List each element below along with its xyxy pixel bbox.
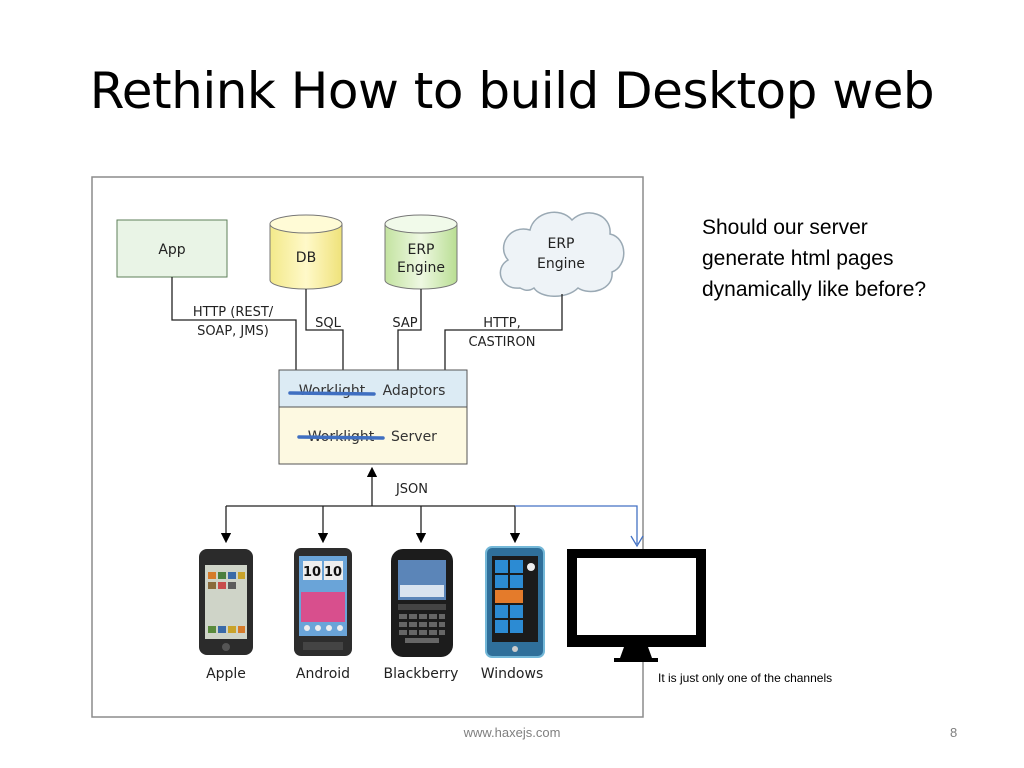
device-label-blackberry: Blackberry <box>384 666 459 682</box>
desktop-channel-caption: It is just only one of the channels <box>658 671 833 685</box>
page-number: 8 <box>950 725 958 740</box>
side-note: Should our server generate html pages dy… <box>702 212 1002 305</box>
footer-url: www.haxejs.com <box>463 725 561 740</box>
windows-phone-icon <box>485 546 545 658</box>
app-box <box>116 219 228 278</box>
http-rest-label-line2: SOAP, JMS) <box>197 324 269 339</box>
castiron-label-line1: HTTP, <box>483 316 520 331</box>
adaptors-struck-word: Worklight <box>299 383 366 399</box>
sap-label: SAP <box>392 316 417 331</box>
device-label-apple: Apple <box>206 666 246 682</box>
erp-engine-label-line2: Engine <box>397 260 445 276</box>
svg-text:10: 10 <box>324 565 342 580</box>
apple-phone-icon <box>199 549 253 655</box>
app-label: App <box>158 242 185 258</box>
adaptors-strike-line <box>288 391 376 396</box>
device-label-windows: Windows <box>481 666 544 682</box>
android-phone-icon: 10 10 <box>294 548 352 656</box>
http-rest-label-line1: HTTP (REST/ <box>193 305 274 320</box>
blackberry-phone-icon <box>391 549 453 657</box>
side-note-line: generate html pages <box>702 247 894 270</box>
sql-label: SQL <box>315 316 341 331</box>
json-label: JSON <box>395 482 428 497</box>
castiron-label-line2: CASTIRON <box>469 335 536 350</box>
slide-title: Rethink How to build Desktop web <box>89 62 935 120</box>
erp-engine-label-line1: ERP <box>407 242 434 258</box>
db-label: DB <box>296 250 316 266</box>
desktop-monitor-icon <box>567 549 706 662</box>
desktop-channel-arrow <box>515 505 638 544</box>
erp-cloud-label-line2: Engine <box>537 256 585 272</box>
db-cylinder <box>269 214 343 290</box>
desktop-channel-arrowhead <box>630 535 644 548</box>
device-label-android: Android <box>296 666 350 682</box>
erp-engine-cylinder <box>384 214 458 290</box>
side-note-line: Should our server <box>702 216 868 239</box>
svg-text:10: 10 <box>303 565 321 580</box>
adaptors-box <box>278 369 468 408</box>
erp-cloud-label-line1: ERP <box>547 236 574 252</box>
backend-connectors <box>171 277 563 370</box>
server-label: Server <box>391 429 437 445</box>
server-strike-line <box>297 435 385 440</box>
erp-cloud-icon <box>499 211 625 297</box>
side-note-line: dynamically like before? <box>702 278 927 301</box>
adaptors-label: Adaptors <box>383 383 446 399</box>
device-arrows <box>220 506 521 544</box>
